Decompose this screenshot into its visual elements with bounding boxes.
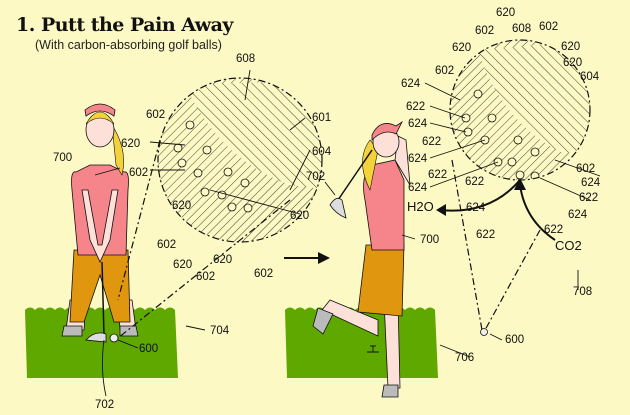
reference-numeral: 602 bbox=[196, 271, 215, 283]
reference-numeral: 620 bbox=[563, 57, 582, 69]
reference-numeral: 602 bbox=[157, 239, 176, 251]
reference-numeral: 620 bbox=[452, 42, 471, 54]
reference-numeral: 620 bbox=[213, 254, 232, 266]
reference-numeral: 622 bbox=[428, 169, 447, 181]
reference-numeral: 624 bbox=[401, 78, 421, 90]
reference-numeral: 624 bbox=[568, 209, 588, 221]
reference-numeral: 602 bbox=[435, 65, 454, 77]
reference-numeral: 602 bbox=[129, 167, 148, 179]
golf-ball-icon bbox=[480, 328, 488, 336]
reference-numeral: 602 bbox=[254, 268, 273, 280]
reference-numeral: 624 bbox=[581, 177, 601, 189]
reference-numeral: 600 bbox=[139, 343, 158, 355]
reference-numeral: 602 bbox=[576, 163, 595, 175]
reference-numeral: 608 bbox=[236, 53, 255, 65]
magnified-ball-right bbox=[436, 39, 591, 336]
reference-numeral: 620 bbox=[173, 259, 192, 271]
reference-numeral: 622 bbox=[579, 192, 598, 204]
reference-numeral: 700 bbox=[420, 234, 439, 246]
golfer-left bbox=[61, 103, 139, 397]
reference-numeral: 704 bbox=[210, 325, 230, 337]
labels-left: 608 601 602 620 602 700 604 620 620 602 … bbox=[53, 53, 332, 411]
reference-numeral: 604 bbox=[580, 71, 600, 83]
reference-numeral: 602 bbox=[539, 21, 558, 33]
reference-numeral: 600 bbox=[505, 334, 524, 346]
reference-numeral: 700 bbox=[53, 152, 72, 164]
reference-numeral: 624 bbox=[408, 153, 428, 165]
reference-numeral: 702 bbox=[306, 171, 325, 183]
reference-numeral: 624 bbox=[408, 182, 428, 194]
title: 1. Putt the Pain Away bbox=[16, 14, 233, 36]
golf-ball-icon bbox=[109, 333, 119, 343]
reference-numeral: 622 bbox=[476, 229, 495, 241]
reference-numeral: 602 bbox=[475, 25, 494, 37]
magnified-ball-left bbox=[117, 77, 323, 339]
reference-numeral: 706 bbox=[455, 352, 474, 364]
golfer-right bbox=[312, 120, 411, 398]
reference-numeral: 620 bbox=[121, 138, 140, 150]
reference-numeral: 622 bbox=[406, 101, 425, 113]
reference-numeral: 624 bbox=[408, 118, 428, 130]
reference-numeral: 620 bbox=[561, 41, 580, 53]
labels-right: 620 602 608 602 620 620 620 602 604 624 … bbox=[306, 7, 601, 364]
h2o-label: H2O bbox=[407, 199, 434, 214]
reference-numeral: 622 bbox=[422, 136, 441, 148]
reference-numeral: 622 bbox=[465, 176, 484, 188]
subtitle: (With carbon-absorbing golf balls) bbox=[35, 38, 222, 52]
grass-left bbox=[25, 307, 178, 378]
reference-numeral: 622 bbox=[544, 224, 563, 236]
arrow-right-icon bbox=[284, 252, 330, 264]
reference-numeral: 708 bbox=[573, 286, 592, 298]
reference-numeral: 620 bbox=[496, 7, 515, 19]
reference-numeral: 608 bbox=[512, 23, 531, 35]
reference-numeral: 620 bbox=[172, 200, 191, 212]
reference-numeral: 604 bbox=[312, 146, 332, 158]
reference-numeral: 702 bbox=[95, 399, 114, 411]
reference-numeral: 624 bbox=[466, 202, 486, 214]
reference-numeral: 602 bbox=[146, 109, 165, 121]
co2-label: CO2 bbox=[555, 238, 582, 253]
reference-numeral: 601 bbox=[312, 112, 331, 124]
